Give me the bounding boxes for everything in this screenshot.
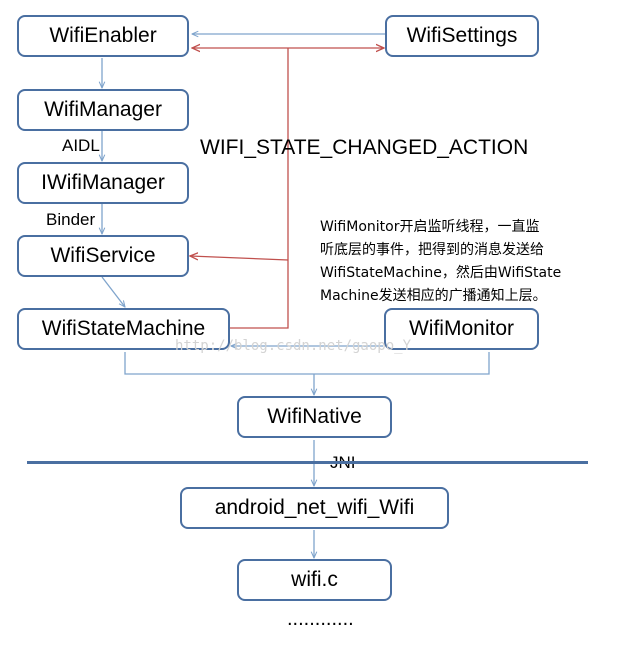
note-line-1: WifiMonitor开启监听线程，一直监 xyxy=(320,219,540,235)
broadcast-arrow-to-service xyxy=(190,256,289,261)
native-divider xyxy=(27,461,588,464)
watermark: http://blog.csdn.net/gaopo_Y xyxy=(175,338,412,354)
broadcast-action-label: WIFI_STATE_CHANGED_ACTION xyxy=(200,136,529,159)
android-net-wifi-node: android_net_wifi_Wifi xyxy=(180,487,449,529)
wifi-settings-node: WifiSettings xyxy=(385,15,539,57)
wifi-service-node: WifiService xyxy=(17,235,189,277)
wifi-manager-node: WifiManager xyxy=(17,89,189,131)
wifi-state-machine-node: WifiStateMachine xyxy=(17,308,230,350)
wifimonitor-note: WifiMonitor开启监听线程，一直监 听底层的事件，把得到的消息发送给 W… xyxy=(320,216,605,308)
ellipsis-label: ............ xyxy=(287,608,354,630)
iwifimanager-node: IWifiManager xyxy=(17,162,189,204)
broadcast-path xyxy=(230,48,289,329)
arrow-service-to-statemachine xyxy=(101,276,125,307)
note-line-4: Machine发送相应的广播通知上层。 xyxy=(320,288,547,304)
wifi-monitor-node: WifiMonitor xyxy=(384,308,539,350)
note-line-3: WifiStateMachine，然后由WifiState xyxy=(320,265,562,281)
note-line-2: 听底层的事件，把得到的消息发送给 xyxy=(320,242,544,258)
wifi-c-node: wifi.c xyxy=(237,559,392,601)
wifi-native-node: WifiNative xyxy=(237,396,392,438)
binder-label: Binder xyxy=(46,210,96,229)
wifi-enabler-node: WifiEnabler xyxy=(17,15,189,57)
aidl-label: AIDL xyxy=(62,136,100,155)
connector-layer-to-native xyxy=(124,352,490,375)
